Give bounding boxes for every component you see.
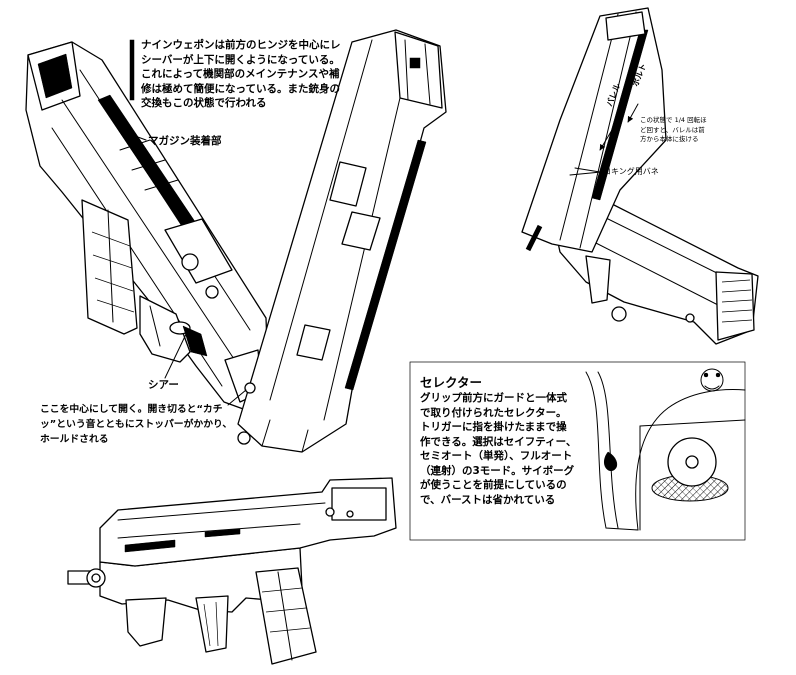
- cocking-spring-leader: [569, 171, 602, 176]
- barrel: [525, 224, 543, 252]
- takedown-pin: [611, 306, 627, 322]
- hinge-note-line: これによって機関部のメインテナンスや補: [141, 68, 340, 80]
- pistol-grip: [195, 595, 229, 653]
- sear-leader: [164, 329, 189, 379]
- selector-note: グリップ前方にガードと一体式 で取り付けられたセレクター。 トリガーに指を掛けた…: [420, 391, 577, 507]
- hinge-note-line: ナインウェポンは前方のヒンジを中心にレ: [141, 39, 341, 51]
- magazine-mount-label: マガジン装着部: [148, 135, 222, 147]
- open-weapon-upper-receiver: [237, 29, 447, 453]
- selector-note-line: グリップ前方にガードと一体式: [420, 392, 567, 404]
- barrel-rotation-note-line: この状態で 1/4 回転ほ: [640, 116, 707, 124]
- magazine-mount-arrow: [123, 131, 147, 141]
- leader-lines: [123, 103, 639, 406]
- cocking-spring-label: コキング用バネ: [603, 167, 659, 176]
- selector-title: セレクター: [420, 375, 483, 390]
- hinge-note-line: シーバーが上下に開くようになっている。: [141, 53, 340, 66]
- front-grip: [125, 597, 167, 647]
- trigger-tip: [604, 451, 618, 472]
- ejection-window: [329, 161, 367, 207]
- open-weapon-side-view: [521, 7, 759, 345]
- callout-bar: [129, 39, 135, 101]
- barrel-rotation-note-line: 方から本体に抜ける: [640, 135, 699, 143]
- pivot-note-line: ホールドされる: [40, 434, 109, 445]
- hinge-note-line: 交換もこの状態で行われる: [141, 97, 267, 109]
- hinge-pivot: [244, 382, 256, 394]
- pistol-grip: [585, 255, 611, 304]
- selector-note-line: （連射）の3モード。サイボーグ: [420, 464, 575, 477]
- receiver-window: [341, 211, 381, 251]
- muzzle: [67, 568, 106, 588]
- sear: [182, 325, 208, 357]
- selector-note-line: で、バーストは省かれている: [420, 493, 556, 506]
- selector-callout-frame: [409, 361, 746, 541]
- selector-marking-icon: [700, 368, 724, 392]
- selector-note-line: 作できる。選択はセイフティー、: [420, 435, 577, 448]
- pivot-leader: [227, 389, 247, 406]
- sear-label: シアー: [148, 379, 179, 391]
- magazine: [81, 199, 138, 335]
- pivot-note-line: ここを中心にして開く。開き切ると“カチ: [40, 404, 223, 415]
- closed-weapon: [67, 477, 397, 665]
- pivot-note-line: ッ”という音とともにストッパーがかかり、: [40, 419, 233, 430]
- butt-plate: [715, 271, 755, 341]
- selector-note-line: セミオート（単発）、フルオート: [420, 450, 573, 462]
- pivot-note: ここを中心にして開く。開き切ると“カチ ッ”という音とともにストッパーがかかり、…: [40, 402, 232, 447]
- barrel-rotation-note: この状態で 1/4 回転ほ ど回すと、バレルは前 方から本体に抜ける: [640, 116, 707, 145]
- barrel-muzzle: [237, 431, 251, 445]
- magazine: [255, 567, 317, 665]
- top-cover: [394, 31, 443, 109]
- selector-note-line: が使うことを前提にしているの: [420, 479, 567, 491]
- selector-note-line: で取り付けられたセレクター。: [420, 406, 567, 419]
- hinge-note-line: 修は極めて簡便になっている。また銃身の: [141, 82, 340, 95]
- selector-closeup: [585, 368, 746, 531]
- barrel-rotation-note-line: ど回すと、バレルは前: [640, 125, 705, 134]
- bolt-leader: [627, 103, 639, 123]
- barrel-leader: [599, 129, 613, 151]
- selector-note-line: トリガーに指を掛けたままで操: [420, 421, 567, 433]
- hinge-note: ナインウェポンは前方のヒンジを中心にレ シーバーが上下に開くようになっている。 …: [141, 38, 341, 111]
- pistol-grip: [139, 295, 191, 363]
